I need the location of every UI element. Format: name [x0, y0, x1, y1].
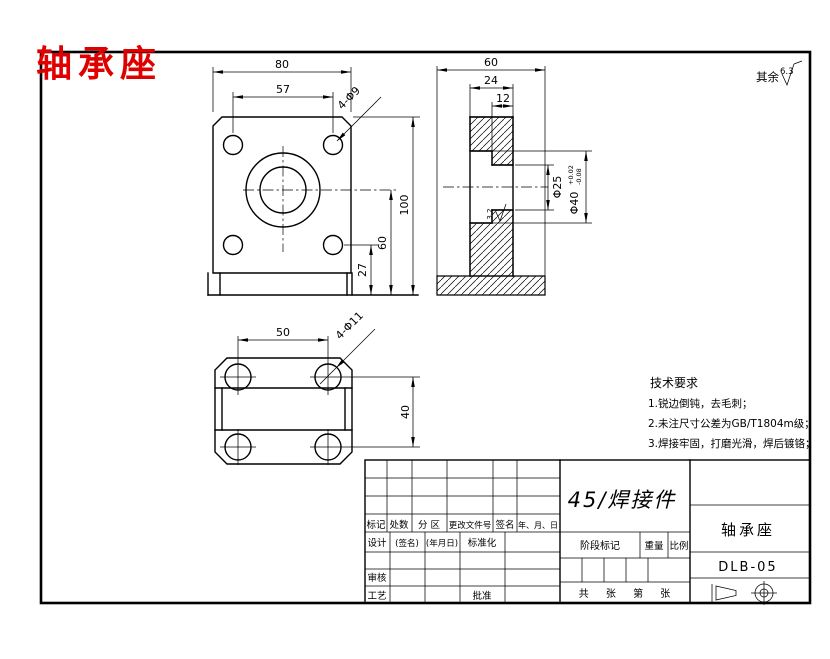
role-design: 设计: [367, 537, 387, 549]
top-view: 50 4-Φ11 40: [214, 309, 420, 465]
dim-60: 60: [376, 236, 389, 250]
dim-50: 50: [276, 326, 290, 339]
dim-100: 100: [398, 195, 411, 216]
section-view: 60 24 12 Φ25 Φ40 +0.02 -0.08 3.2: [436, 56, 592, 296]
dim-4xd11: 4-Φ11: [333, 309, 366, 342]
dim-80: 80: [275, 58, 289, 71]
tech-req-line-2: 2.未注尺寸公差为GB/T1804m级；: [648, 417, 815, 430]
dim-57: 57: [276, 83, 290, 96]
surface-note-prefix: 其余: [756, 70, 779, 84]
dim-bore-40-tol-upper: +0.02: [567, 165, 575, 185]
dim-4xd9: 4-Φ9: [335, 84, 363, 112]
roughness-symbol-icon: [781, 63, 795, 87]
header-mark: 标记: [366, 519, 386, 531]
dim-12: 12: [496, 92, 510, 105]
stage-label: 阶段标记: [580, 539, 620, 552]
dim-depth-60: 60: [484, 56, 498, 69]
weight-label: 重量: [644, 540, 664, 552]
sheet-label: 共 张 第 张: [579, 587, 678, 600]
role-approve: 批准: [472, 590, 492, 602]
dim-bore-40-group: Φ40 +0.02 -0.08: [567, 165, 583, 214]
header-doc-no: 更改文件号: [449, 520, 492, 531]
section-hatch-base: [436, 275, 546, 296]
projection-symbol-icon: [711, 581, 777, 605]
role-date-placeholder: (年月日): [426, 538, 458, 549]
scale-label: 比例: [669, 540, 688, 552]
dim-27: 27: [356, 263, 369, 277]
tech-req-line-3: 3.焊接牢固，打磨光滑，焊后镀铬；: [648, 437, 816, 450]
dim-bore-40: Φ40: [568, 192, 581, 215]
dim-bore-40-tol-lower: -0.08: [575, 168, 583, 185]
tech-req-title: 技术要求: [650, 376, 698, 390]
part-name: 轴承座: [721, 521, 775, 539]
drawing-number: DLB-05: [718, 560, 777, 575]
front-view-outline: [212, 116, 352, 274]
role-review: 审核: [367, 572, 387, 584]
tech-req-line-1: 1.锐边倒钝，去毛刺；: [648, 397, 753, 410]
hole: [322, 234, 344, 256]
role-process: 工艺: [367, 591, 386, 602]
bore-roughness-symbol-icon: [495, 203, 507, 223]
dim-24: 24: [484, 74, 498, 87]
header-date: 年、月、日: [518, 520, 558, 530]
dim-bore-25: Φ25: [551, 176, 564, 199]
title-block: 标记 处数 分 区 更改文件号 签名 年、月、日 设计 (签名) (年月日) 标…: [364, 459, 811, 605]
hole: [222, 134, 244, 156]
technical-requirements: 技术要求 1.锐边倒钝，去毛刺； 2.未注尺寸公差为GB/T1804m级； 3.…: [648, 376, 816, 450]
top-view-outline: [214, 357, 353, 465]
header-zone: 分 区: [418, 520, 441, 531]
front-view: 80 57 4-Φ9 27 60 100: [207, 58, 420, 296]
page-title-red: 轴承座: [36, 43, 162, 85]
hole: [222, 234, 244, 256]
surface-note-value: 6.3: [780, 67, 794, 77]
material-label: 45/焊接件: [568, 488, 677, 512]
role-standardization: 标准化: [468, 537, 497, 549]
header-sign: 签名: [495, 519, 514, 531]
bore-roughness-value: 3.2: [486, 208, 494, 219]
header-count: 处数: [389, 519, 409, 531]
hole: [322, 134, 344, 156]
dim-40: 40: [399, 405, 412, 419]
surface-finish-note: 其余 6.3: [756, 60, 803, 87]
role-sign-placeholder: (签名): [395, 538, 419, 549]
